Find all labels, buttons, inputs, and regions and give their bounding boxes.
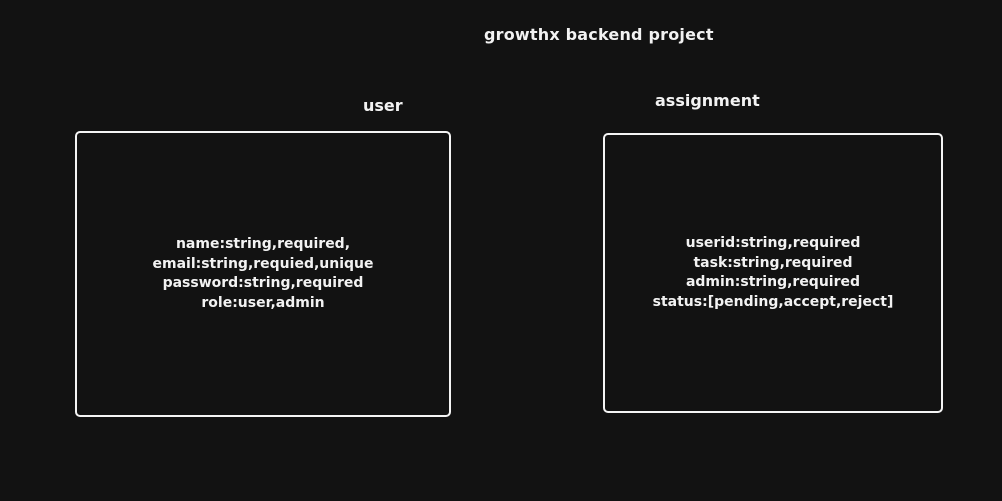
entity-label-user: user [363,96,403,115]
field-list-assignment: userid:string,required task:string,requi… [653,234,894,312]
entity-box-user: name:string,required, email:string,requi… [75,131,451,417]
field-status: status:[pending,accept,reject] [652,293,894,310]
field-name: name:string,required, [175,236,351,252]
field-email: email:string,requied,unique [152,255,374,272]
field-admin: admin:string,required [685,274,861,290]
field-list-user: name:string,required, email:string,requi… [153,235,374,313]
diagram-title: growthx backend project [484,25,714,44]
field-password: password:string,required [162,275,364,291]
field-task: task:string,required [693,254,853,271]
field-role: role:user,admin [201,294,325,311]
entity-box-assignment: userid:string,required task:string,requi… [603,133,943,413]
field-userid: userid:string,required [685,235,861,251]
entity-label-assignment: assignment [655,91,760,110]
